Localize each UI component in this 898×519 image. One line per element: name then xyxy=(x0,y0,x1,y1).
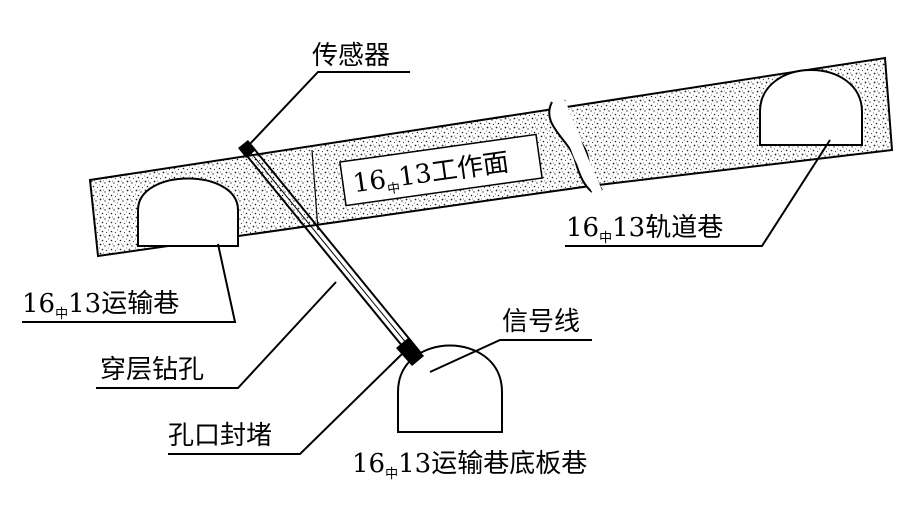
sensor-marker xyxy=(238,140,256,158)
workface-num: 16 xyxy=(351,165,388,199)
seal-label: 孔口封堵 xyxy=(168,421,272,451)
track-leader xyxy=(565,139,831,247)
floor-sub: 中 xyxy=(385,467,398,482)
track-roadway xyxy=(759,69,863,146)
floor-num: 16 xyxy=(352,449,385,479)
workface-sub: 中 xyxy=(386,181,401,198)
svg-text:16中13轨道巷: 16中13轨道巷 xyxy=(566,213,723,246)
floor-rest: 13运输巷底板巷 xyxy=(398,449,587,479)
svg-text:16中13运输巷底板巷: 16中13运输巷底板巷 xyxy=(352,449,587,482)
sensor-leader xyxy=(247,71,410,147)
transport-rest: 13运输巷 xyxy=(68,289,179,319)
track-rest: 13轨道巷 xyxy=(612,213,723,243)
signal-label: 信号线 xyxy=(502,307,580,337)
sensor-label: 传感器 xyxy=(312,41,390,71)
workface-label: 16中13工作面 xyxy=(339,133,543,207)
transport-sub: 中 xyxy=(55,307,68,322)
seam-break-gap xyxy=(553,100,602,192)
svg-text:16中13运输巷: 16中13运输巷 xyxy=(22,289,179,322)
borehole xyxy=(238,140,424,366)
borehole-leader xyxy=(96,281,337,389)
seal-marker xyxy=(396,338,424,366)
workface-label-box xyxy=(339,133,543,207)
seal-leader xyxy=(168,353,403,455)
transport-leader xyxy=(22,243,237,323)
transport-num: 16 xyxy=(22,289,55,319)
workface-division-line xyxy=(311,149,319,231)
borehole-label: 穿层钻孔 xyxy=(100,355,204,385)
floor-roadway xyxy=(397,344,503,433)
track-sub: 中 xyxy=(599,231,612,246)
transport-roadway xyxy=(137,177,239,247)
track-num: 16 xyxy=(566,213,599,243)
signal-leader xyxy=(429,339,592,373)
